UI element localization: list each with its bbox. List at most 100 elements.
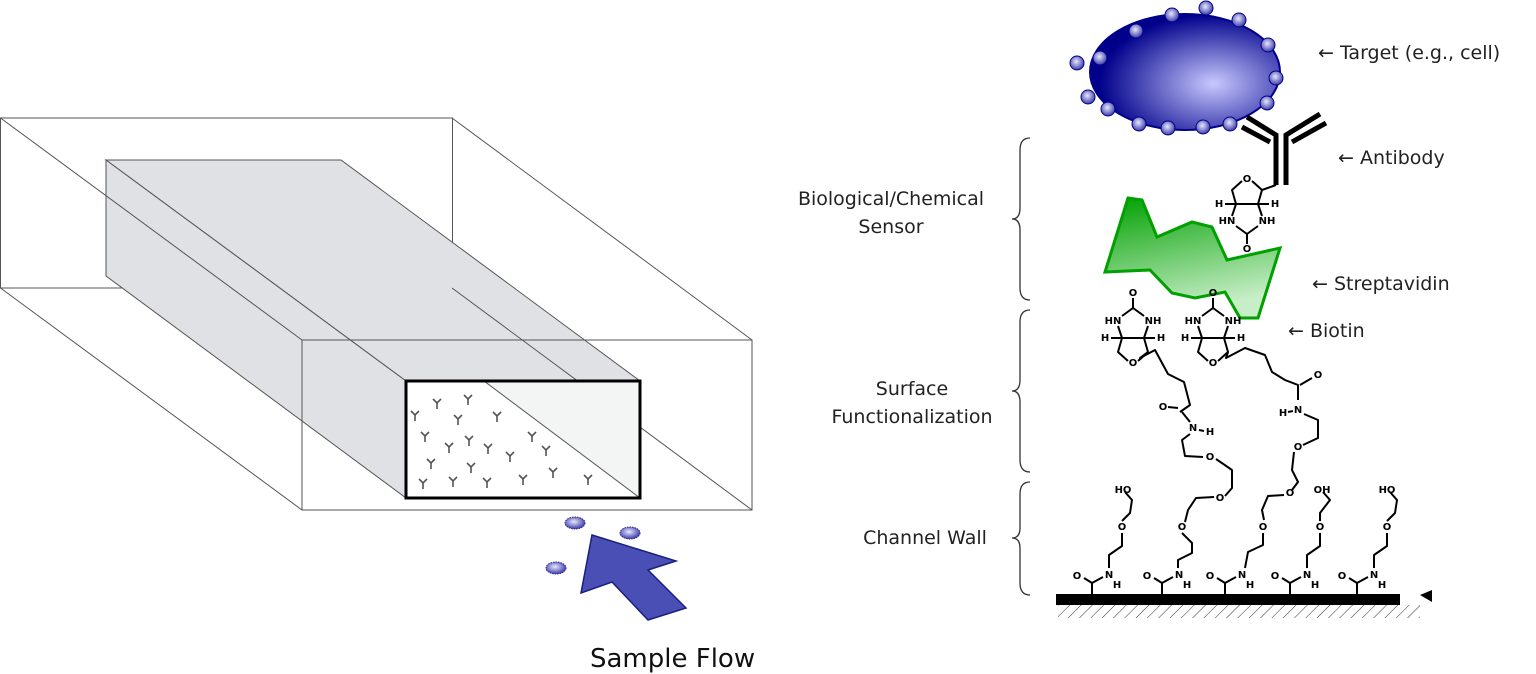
- callout-target: ← Target (e.g., cell): [1318, 42, 1500, 64]
- bond-line: [1257, 203, 1263, 217]
- antibody-mark-icon: [444, 442, 454, 453]
- bond-line: [1215, 458, 1233, 497]
- bond-line: [1181, 411, 1191, 423]
- brace-sensor: [1011, 137, 1031, 301]
- antibody-mark-icon: [541, 445, 551, 456]
- atom-label: H: [1237, 333, 1245, 344]
- atom-label: HO: [1379, 485, 1396, 496]
- bond-line: [1197, 325, 1203, 339]
- atom-label: H: [1181, 333, 1189, 344]
- atom-label: H: [1157, 333, 1165, 344]
- bond-line: [1319, 491, 1331, 521]
- cell-surface-marker-icon: [1268, 70, 1284, 86]
- bond-line: [1356, 576, 1369, 584]
- bond-line: [1261, 184, 1277, 191]
- bond-line: [1198, 429, 1205, 432]
- atom-label: N: [1175, 570, 1183, 581]
- bond-line: [1121, 491, 1133, 522]
- antibody-mark-icon: [426, 458, 436, 469]
- atom-label: H: [1311, 580, 1319, 591]
- cell-surface-marker-icon: [1164, 7, 1180, 23]
- atom-label: O: [1159, 402, 1168, 413]
- atom-label: HN: [1219, 216, 1236, 227]
- bond-line: [1117, 337, 1129, 362]
- bond-line: [1139, 349, 1191, 413]
- bond-line: [1108, 533, 1123, 568]
- atom-label: NH: [1259, 216, 1276, 227]
- sample-flow-label: Sample Flow: [590, 644, 755, 674]
- cell-dot-icon: [619, 526, 641, 540]
- antibody-mark-icon: [432, 398, 442, 409]
- atom-label: H: [1206, 427, 1214, 438]
- bond-line: [1091, 576, 1104, 584]
- atom-label: O: [1286, 488, 1295, 499]
- atom-label: O: [1129, 288, 1138, 299]
- antibody-mark-icon: [483, 443, 493, 454]
- bond-line: [1216, 577, 1226, 584]
- atom-label: N: [1294, 405, 1302, 416]
- atom-label: OH: [1314, 485, 1331, 496]
- outer-box-edge: [451, 117, 753, 341]
- bond-line: [1231, 180, 1243, 205]
- sensor-label-line1: Biological/Chemical: [798, 188, 984, 210]
- channel-wall-label: Channel Wall: [863, 527, 987, 549]
- callout-streptavidin: ← Streptavidin: [1312, 273, 1450, 295]
- atom-label: HN: [1105, 316, 1122, 327]
- cell-surface-marker-icon: [1092, 50, 1108, 66]
- streptavidin-shape: [1102, 196, 1283, 320]
- bond-line: [1143, 325, 1149, 339]
- atom-label: O: [1206, 452, 1215, 463]
- bond-line: [1231, 203, 1237, 217]
- atom-label: O: [1383, 522, 1392, 533]
- atom-label: O: [1073, 571, 1082, 582]
- antibody-mark-icon: [466, 462, 476, 473]
- channel-opening-border: [404, 379, 642, 500]
- atom-label: H: [1215, 199, 1223, 210]
- cell-surface-marker-icon: [1259, 95, 1275, 111]
- surface-label-line2: Functionalization: [831, 406, 992, 428]
- brace-wall: [1011, 481, 1031, 596]
- bond-line: [1223, 325, 1229, 339]
- bond-line: [1117, 325, 1123, 339]
- atom-label: NH: [1225, 316, 1242, 327]
- antibody-mark-icon: [463, 394, 473, 405]
- atom-label: H: [1101, 333, 1109, 344]
- cell-surface-marker-icon: [1260, 37, 1276, 53]
- antibody-mark-icon: [583, 474, 593, 485]
- bond-line: [1167, 406, 1179, 409]
- brace-surface: [1011, 309, 1031, 473]
- outer-box-front: [301, 339, 753, 511]
- antibody-mark-icon: [505, 451, 515, 462]
- cell-surface-marker-icon: [1231, 12, 1247, 28]
- antibody-mark-icon: [448, 476, 458, 487]
- antibody-mark-icon: [453, 414, 463, 425]
- bond-line: [1261, 494, 1285, 521]
- atom-label: HN: [1185, 316, 1202, 327]
- cell-surface-marker-icon: [1128, 23, 1144, 39]
- antibody-icon: [1240, 111, 1328, 185]
- cell-surface-marker-icon: [1222, 116, 1238, 132]
- atom-label: O: [1206, 571, 1215, 582]
- atom-label: H: [1246, 580, 1254, 591]
- channel-wall-surface: [1056, 594, 1400, 605]
- bond-line: [1153, 577, 1163, 584]
- bond-line: [1348, 577, 1358, 584]
- bond-line: [1373, 533, 1388, 568]
- outer-box-edge: [0, 117, 303, 341]
- bond-line: [1197, 337, 1209, 362]
- atom-label: O: [1129, 358, 1138, 369]
- bond-line: [1289, 576, 1302, 584]
- cell-surface-marker-icon: [1160, 120, 1176, 136]
- bond-line: [1251, 180, 1263, 205]
- antibody-mark-icon: [492, 411, 502, 422]
- sample-cells: [545, 516, 641, 575]
- bond-line: [1161, 576, 1174, 584]
- sensor-label-line2: Sensor: [858, 216, 923, 238]
- target-cell: [1069, 0, 1284, 136]
- atom-label: O: [1118, 522, 1127, 533]
- bond-line: [1287, 410, 1294, 413]
- cell-surface-marker-icon: [1131, 116, 1147, 132]
- atom-label: O: [1209, 288, 1218, 299]
